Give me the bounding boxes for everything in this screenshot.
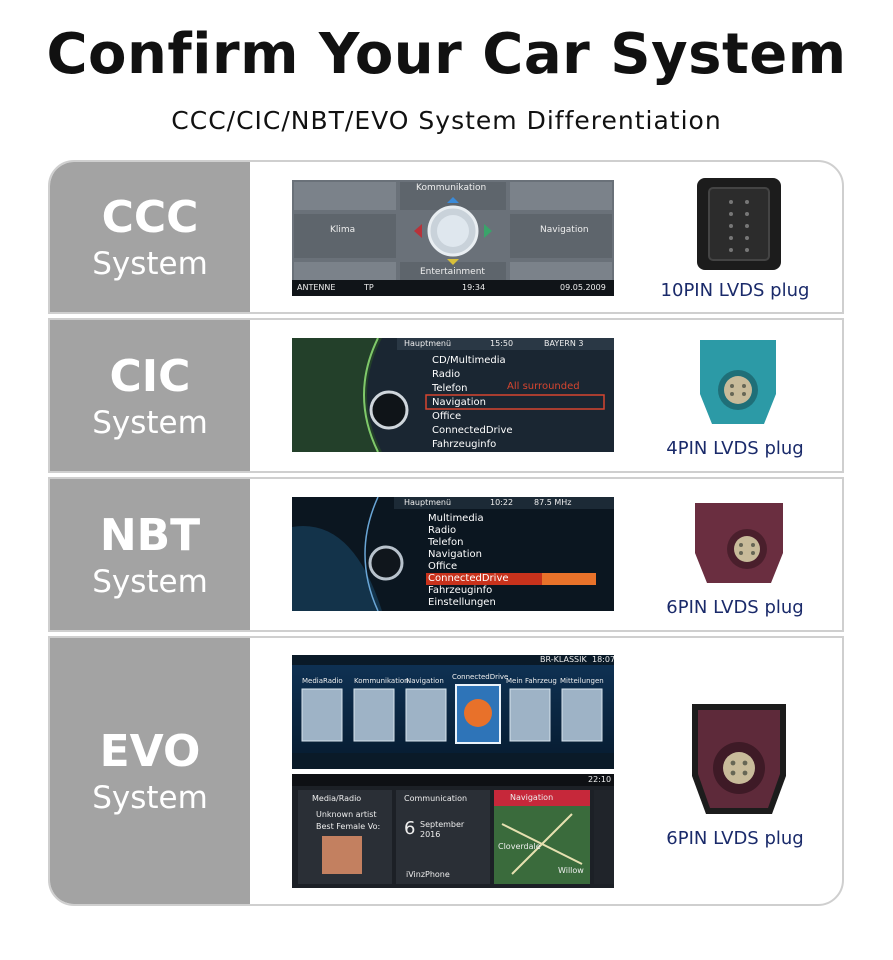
ccc-status-antenna: ANTENNE bbox=[297, 283, 336, 292]
ccc-label-cell: CCC System bbox=[50, 162, 250, 312]
nbt-time: 10:22 bbox=[490, 498, 514, 507]
system-name: CCC bbox=[101, 192, 199, 243]
evo-comm-year: 2016 bbox=[420, 830, 441, 839]
system-comparison-table: CCC System Kommunika bbox=[48, 160, 844, 906]
evo-nav-title: Navigation bbox=[510, 793, 554, 802]
menu-item: ConnectedDrive bbox=[428, 573, 509, 584]
evo-comm-month: September bbox=[420, 820, 465, 829]
system-word: System bbox=[92, 404, 208, 441]
ccc-screen-graphic bbox=[292, 180, 614, 296]
menu-item: Office bbox=[428, 561, 458, 572]
menu-item: Telefon bbox=[428, 537, 464, 548]
row-evo: EVO System BR-KLASSIK bbox=[48, 636, 844, 906]
evo-bottom-time: 22:10 bbox=[588, 775, 612, 784]
ccc-plug-image bbox=[695, 176, 783, 272]
evo-label-cell: EVO System bbox=[50, 638, 250, 904]
evo-tile-label: MediaRadio bbox=[302, 677, 343, 685]
row-cic: CIC System Hauptmenü 15:50 BAYERN 3 All … bbox=[48, 318, 844, 473]
evo-plug-label: 6PIN LVDS plug bbox=[666, 828, 804, 849]
evo-comm-day: 6 bbox=[404, 818, 416, 839]
menu-item: Radio bbox=[428, 525, 457, 536]
ccc-menu-top: Kommunikation bbox=[416, 183, 487, 193]
ccc-status-date: 09.05.2009 bbox=[560, 283, 606, 292]
menu-item: Multimedia bbox=[428, 513, 484, 524]
ccc-status-time: 19:34 bbox=[462, 283, 486, 292]
evo-top-time: 18:07 bbox=[592, 655, 614, 664]
evo-media-title: Media/Radio bbox=[312, 794, 362, 803]
ccc-menu-left: Klima bbox=[330, 225, 356, 235]
ccc-plug-label: 10PIN LVDS plug bbox=[660, 280, 810, 301]
menu-item: Office bbox=[432, 411, 462, 422]
system-name: CIC bbox=[109, 350, 191, 402]
row-ccc: CCC System Kommunika bbox=[48, 160, 844, 314]
4pin-plug-graphic bbox=[700, 340, 776, 424]
evo-tile-label: ConnectedDrive bbox=[452, 673, 509, 681]
system-word: System bbox=[92, 246, 208, 282]
evo-comm-title: Communication bbox=[404, 794, 468, 803]
system-name: NBT bbox=[99, 509, 201, 561]
menu-item: ConnectedDrive bbox=[432, 425, 513, 436]
evo-bottom-screen-graphic bbox=[292, 774, 614, 888]
evo-screen-bottom-image: 22:10 Media/Radio Unknown artist Best Fe… bbox=[292, 774, 614, 888]
ccc-status-tp: TP bbox=[364, 283, 374, 292]
menu-item: Navigation bbox=[428, 549, 482, 560]
cic-time: 15:50 bbox=[490, 339, 514, 348]
cic-plug-image bbox=[694, 334, 782, 430]
evo-tile-label: Navigation bbox=[406, 677, 444, 685]
nbt-station: 87.5 MHz bbox=[534, 498, 572, 507]
evo-media-line1: Unknown artist bbox=[316, 810, 377, 819]
evo-nav-place1: Cloverdale bbox=[498, 842, 541, 851]
evo-tile-label: Mitteilungen bbox=[560, 677, 604, 685]
system-word: System bbox=[92, 780, 208, 816]
nbt-header: Hauptmenü bbox=[404, 498, 452, 507]
cic-label-cell: CIC System bbox=[50, 320, 250, 471]
cic-annotation: All surrounded bbox=[507, 381, 580, 392]
evo-tile-label: Kommunikation bbox=[354, 677, 409, 685]
nbt-plug-image bbox=[685, 493, 793, 589]
menu-item: Fahrzeuginfo bbox=[428, 585, 493, 596]
page-subtitle: CCC/CIC/NBT/EVO System Differentiation bbox=[171, 106, 722, 135]
evo-nav-place2: Willow bbox=[558, 866, 584, 875]
ccc-screen-image: Kommunikation Klima Navigation Entertain… bbox=[292, 180, 614, 296]
10pin-plug-graphic bbox=[697, 178, 781, 270]
ccc-menu-right: Navigation bbox=[540, 225, 589, 235]
menu-item: Navigation bbox=[432, 397, 486, 408]
menu-item: Fahrzeuginfo bbox=[432, 439, 497, 450]
evo-plug-image bbox=[684, 696, 794, 820]
evo-screen-top-image: BR-KLASSIK 18:07 MediaRadio Kommunikation… bbox=[292, 655, 614, 769]
evo-top-status: BR-KLASSIK bbox=[540, 655, 587, 664]
evo-media-line2: Best Female Vo: bbox=[316, 822, 381, 831]
menu-item: CD/Multimedia bbox=[432, 355, 506, 366]
evo-tile-label: Mein Fahrzeug bbox=[506, 677, 557, 685]
ccc-menu-bottom: Entertainment bbox=[420, 267, 485, 277]
row-nbt: NBT System Hauptmenü 10:22 87.5 MHz Mult… bbox=[48, 477, 844, 632]
cic-header: Hauptmenü bbox=[404, 339, 452, 348]
6pin-plug-graphic bbox=[687, 495, 791, 587]
page-title: Confirm Your Car System bbox=[46, 22, 847, 87]
nbt-screen-graphic bbox=[292, 497, 614, 611]
cic-station: BAYERN 3 bbox=[544, 339, 584, 348]
evo-top-screen-graphic bbox=[292, 655, 614, 769]
system-name: EVO bbox=[99, 726, 201, 777]
system-word: System bbox=[92, 563, 208, 600]
menu-item: Einstellungen bbox=[428, 597, 496, 608]
nbt-label-cell: NBT System bbox=[50, 479, 250, 630]
evo-comm-phone: iVinzPhone bbox=[406, 870, 450, 879]
cic-screen-image: Hauptmenü 15:50 BAYERN 3 All surrounded … bbox=[292, 338, 614, 452]
cic-screen-graphic bbox=[292, 338, 614, 452]
cic-plug-label: 4PIN LVDS plug bbox=[666, 438, 804, 459]
nbt-plug-label: 6PIN LVDS plug bbox=[666, 597, 804, 618]
menu-item: Radio bbox=[432, 369, 461, 380]
menu-item: Telefon bbox=[432, 383, 468, 394]
6pin-plug-graphic bbox=[692, 704, 786, 814]
